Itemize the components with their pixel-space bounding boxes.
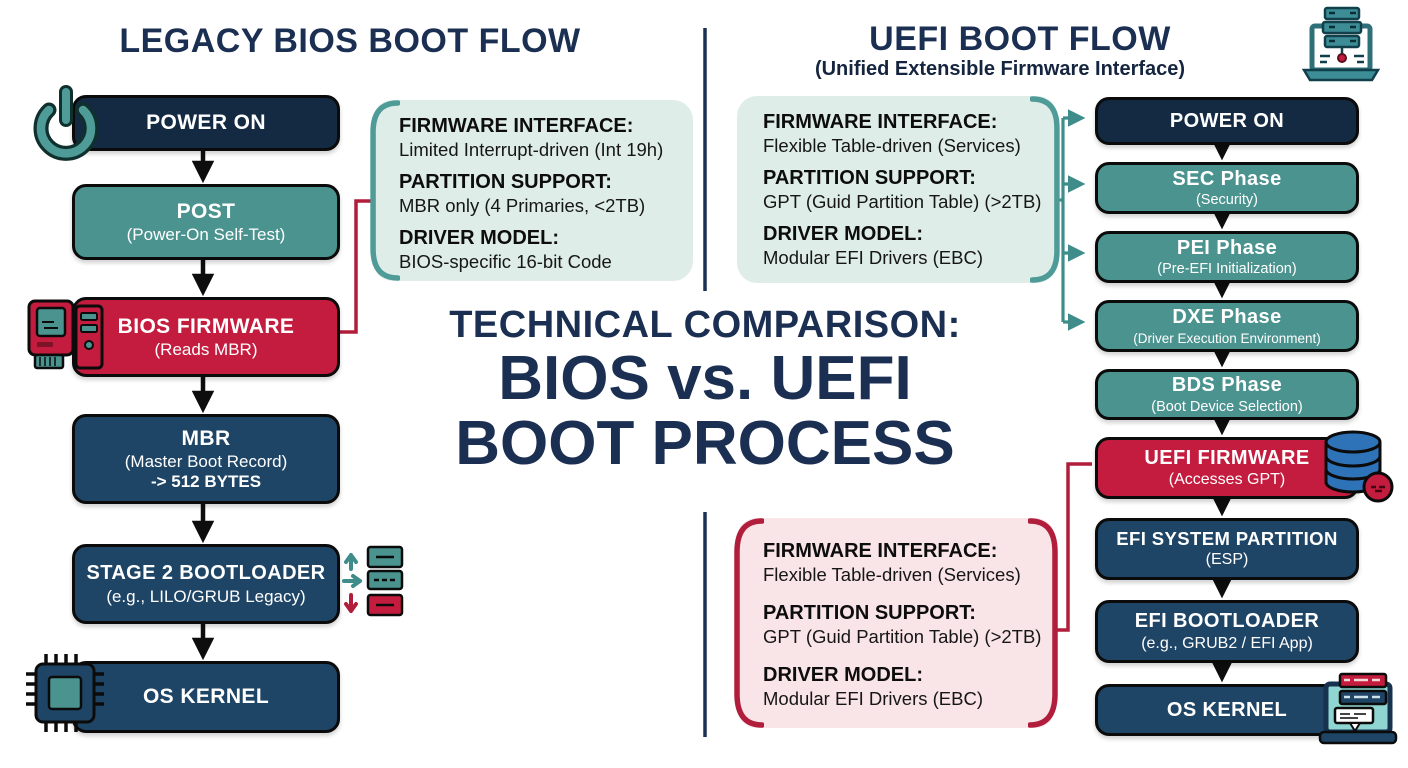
info-box-uefi-bottom: FIRMWARE INTERFACE: Flexible Table-drive… [734,518,1058,728]
info-label: DRIVER MODEL: [763,664,923,687]
right-node-pei-phase: PEI Phase (Pre-EFI Initialization) [1095,231,1359,283]
database-icon [1316,426,1396,511]
info-value: Limited Interrupt-driven (Int 19h) [399,139,664,160]
info-label: FIRMWARE INTERFACE: [763,111,998,133]
info-label: DRIVER MODEL: [399,227,559,250]
info-value: MBR only (4 Primaries, <2TB) [399,195,646,217]
info-value: GPT (Guid Partition Table) (>2TB) [763,191,1042,213]
teal-bracket-right [1030,96,1060,283]
left-node-mbr: MBR (Master Boot Record) -> 512 BYTES [72,414,340,504]
node-subtitle: (e.g., GRUB2 / EFI App) [1141,634,1313,652]
info-value: Flexible Table-driven (Services) [763,135,1021,156]
node-title: OS KERNEL [1166,698,1288,721]
left-node-stage2-bootloader: STAGE 2 BOOTLOADER (e.g., LILO/GRUB Lega… [72,544,340,624]
node-subtitle: (Security) [1195,192,1259,209]
right-node-efi-system-partition: EFI SYSTEM PARTITION (ESP) [1095,518,1359,580]
right-node-bds-phase: BDS Phase (Boot Device Selection) [1095,369,1359,420]
cpu-chip-icon [22,650,108,741]
node-title: PEI Phase [1176,236,1278,259]
node-subtitle: (Boot Device Selection) [1151,398,1303,415]
info-box-bios: FIRMWARE INTERFACE: Limited Interrupt-dr… [370,100,693,281]
node-subtitle: (Accesses GPT) [1168,471,1286,489]
node-title: POWER ON [1169,109,1285,132]
node-subtitle: (Pre-EFI Initialization) [1157,261,1297,278]
node-title: MBR [181,426,231,450]
crimson-connector-bios [340,199,374,334]
node-title: EFI BOOTLOADER [1134,610,1320,633]
power-icon [28,84,104,167]
right-column-subtitle: (Unified Extensible Firmware Interface) [814,58,1186,80]
center-title-line1: BIOS vs. UEFI [498,343,912,413]
right-node-dxe-phase: DXE Phase (Driver Execution Environment) [1095,300,1359,352]
center-title-line2: BOOT PROCESS [455,408,955,478]
info-label: PARTITION SUPPORT: [763,602,976,625]
node-title: DXE Phase [1172,306,1282,329]
crimson-connector-uefi [1048,462,1092,632]
node-title: STAGE 2 BOOTLOADER [86,562,326,585]
right-node-uefi-firmware: UEFI FIRMWARE (Accesses GPT) [1095,437,1359,499]
info-box-uefi-top: FIRMWARE INTERFACE: Flexible Table-drive… [737,96,1060,283]
node-subtitle-2: -> 512 BYTES [150,472,262,492]
node-subtitle: (ESP) [1205,551,1249,569]
node-subtitle: (e.g., LILO/GRUB Legacy) [106,586,306,606]
teal-bracket-left [370,100,400,281]
right-column-title: UEFI BOOT FLOW [869,20,1171,58]
info-label: FIRMWARE INTERFACE: [399,115,634,137]
bootloader-files-icon [338,543,410,628]
node-title: EFI SYSTEM PARTITION [1116,527,1338,549]
left-node-os-kernel: OS KERNEL [72,661,340,733]
left-node-bios-firmware: BIOS FIRMWARE (Reads MBR) [72,297,340,377]
right-node-power-on: POWER ON [1095,97,1359,145]
node-title: POWER ON [146,111,266,135]
node-title: BIOS FIRMWARE [117,314,295,338]
center-title-block: TECHNICAL COMPARISON: BIOS vs. UEFI BOOT… [420,304,990,478]
right-node-sec-phase: SEC Phase (Security) [1095,162,1359,214]
left-column-title: LEGACY BIOS BOOT FLOW [119,22,581,60]
node-title: BDS Phase [1171,374,1283,397]
node-subtitle: (Power-On Self-Test) [126,225,286,245]
info-label: FIRMWARE INTERFACE: [763,540,998,562]
info-value: Modular EFI Drivers (EBC) [763,688,983,710]
info-label: PARTITION SUPPORT: [763,167,976,190]
node-title: UEFI FIRMWARE [1144,446,1310,469]
info-label: DRIVER MODEL: [763,223,923,246]
node-subtitle: (Driver Execution Environment) [1133,330,1321,346]
node-subtitle: (Master Boot Record) [124,452,288,472]
info-label: PARTITION SUPPORT: [399,171,612,194]
laptop-code-icon [1318,666,1406,761]
right-node-efi-bootloader: EFI BOOTLOADER (e.g., GRUB2 / EFI App) [1095,600,1359,663]
crimson-bracket-left [734,518,764,728]
node-title: POST [176,199,236,223]
left-node-post: POST (Power-On Self-Test) [72,184,340,260]
server-laptop-icon [1298,4,1384,93]
node-title: SEC Phase [1172,167,1282,190]
left-node-power-on: POWER ON [72,95,340,151]
node-subtitle: (Reads MBR) [154,340,258,360]
crimson-bracket-right [1028,518,1058,728]
info-value: Modular EFI Drivers (EBC) [763,247,983,269]
center-kicker: TECHNICAL COMPARISON: [449,304,961,346]
node-title: OS KERNEL [142,685,270,709]
info-value: GPT (Guid Partition Table) (>2TB) [763,626,1042,648]
retro-computer-icon [24,296,108,379]
info-value: Flexible Table-driven (Services) [763,564,1021,585]
info-value: BIOS-specific 16-bit Code [399,251,612,273]
right-node-os-kernel: OS KERNEL [1095,684,1359,736]
